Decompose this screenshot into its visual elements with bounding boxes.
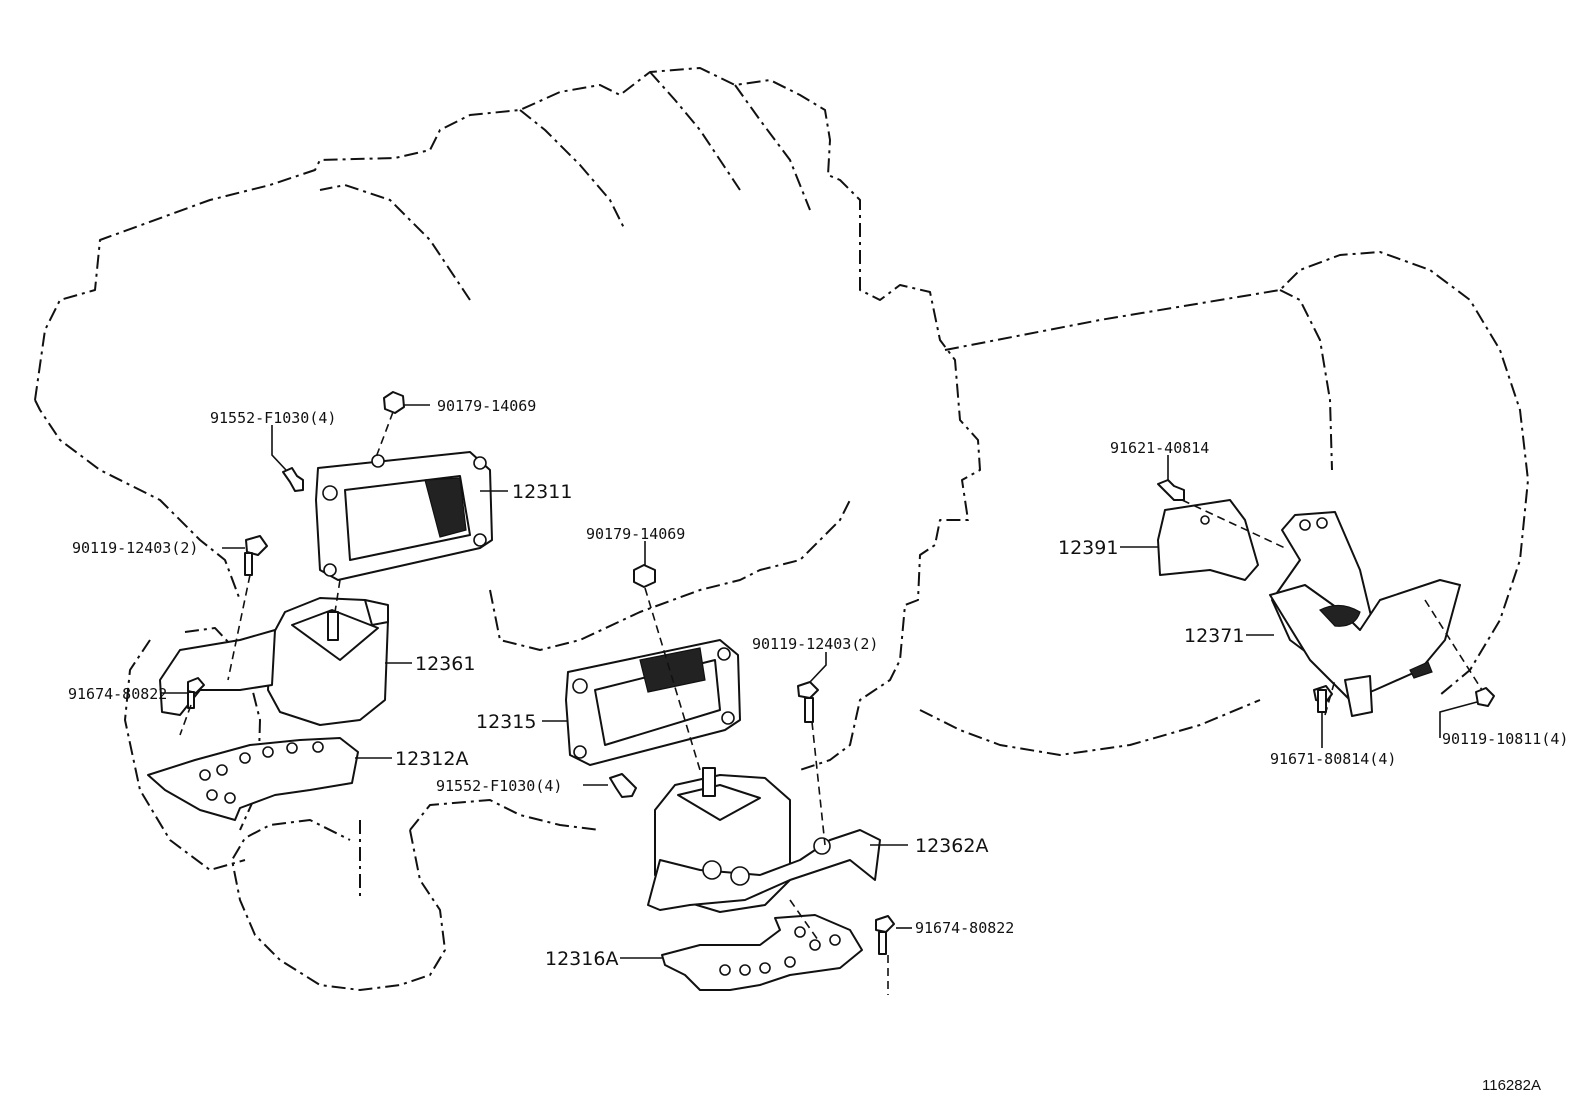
label-bolt-mid-b: 91552-F1030(4) xyxy=(436,777,562,795)
label-nut-mid: 90179-14069 xyxy=(586,525,685,543)
leader-lines xyxy=(160,404,1478,959)
fastener-bolt-right-c xyxy=(1475,687,1495,707)
part-12316A-plate xyxy=(661,914,863,991)
label-bolt-right-c: 90119-10811(4) xyxy=(1442,730,1568,748)
label-bolt-left-b: 90119-12403(2) xyxy=(72,539,198,557)
label-12311: 12311 xyxy=(512,481,572,503)
label-bolt-left-a: 91552-F1030(4) xyxy=(210,409,336,427)
label-bolt-right-b: 91671-80814(4) xyxy=(1270,750,1396,768)
fastener-bolt-mid-a xyxy=(797,681,819,723)
part-12315-bracket xyxy=(565,639,741,766)
label-12315: 12315 xyxy=(476,711,536,733)
part-12312A-plate xyxy=(147,737,359,821)
fastener-bolt-mid-b xyxy=(609,773,637,798)
figure-id: 116282A xyxy=(1482,1077,1541,1094)
transmission-outline xyxy=(919,251,1529,756)
fastener-bolt-left-c xyxy=(187,677,205,709)
part-12362A-insulator xyxy=(647,767,881,913)
fastener-nut-mid xyxy=(633,564,656,588)
label-nut-left: 90179-14069 xyxy=(437,397,536,415)
label-bolt-mid-a: 90119-12403(2) xyxy=(752,635,878,653)
label-bolt-mid-c: 91674-80822 xyxy=(915,919,1014,937)
fastener-bolt-right-a xyxy=(1157,479,1185,501)
label-bolt-right-a: 91621-40814 xyxy=(1110,439,1209,457)
fastener-bolt-mid-c xyxy=(875,915,895,955)
part-12371-mount xyxy=(1269,511,1461,717)
label-12361: 12361 xyxy=(415,653,475,675)
fastener-bolt-left-b xyxy=(244,535,268,576)
part-12311-bracket xyxy=(315,451,493,581)
fastener-bolt-left-a xyxy=(282,467,304,492)
part-12391-bracket xyxy=(1157,499,1259,581)
engine-outline xyxy=(34,67,981,991)
label-12371: 12371 xyxy=(1184,625,1244,647)
label-12362A: 12362A xyxy=(915,835,988,857)
label-bolt-left-c: 91674-80822 xyxy=(68,685,167,703)
label-12312A: 12312A xyxy=(395,748,468,770)
label-12316A: 12316A xyxy=(545,948,618,970)
label-12391: 12391 xyxy=(1058,537,1118,559)
assembly-lines xyxy=(179,411,1483,995)
part-labels: 90179-14069 91552-F1030(4) 12311 90119-1… xyxy=(68,397,1568,970)
fastener-nut-left xyxy=(383,391,405,414)
